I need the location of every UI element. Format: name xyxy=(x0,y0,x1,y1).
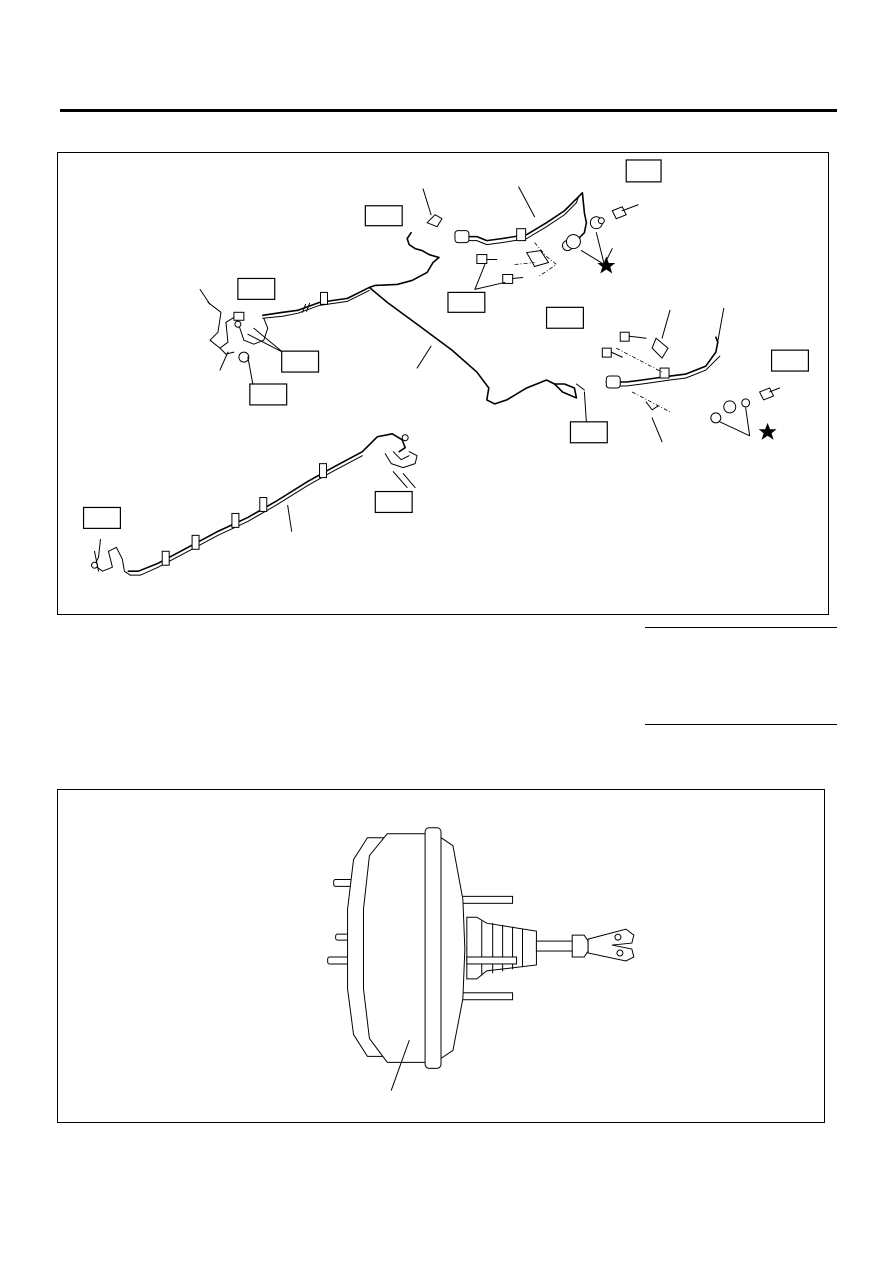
callout-box xyxy=(249,383,288,406)
brake-booster-diagram xyxy=(57,789,825,1123)
callout-box xyxy=(364,205,403,227)
note-rule-bottom xyxy=(645,724,837,725)
header-rule xyxy=(60,109,837,112)
brake-pipe-diagonal xyxy=(368,286,556,405)
nut xyxy=(238,351,250,363)
callout-box xyxy=(237,277,276,300)
note-rule-top xyxy=(645,627,837,628)
star-icon xyxy=(597,256,616,274)
brake-booster-drawing xyxy=(327,827,635,1091)
brake-pipe-main xyxy=(261,231,440,317)
fitting xyxy=(454,230,470,244)
callout-box xyxy=(447,291,486,313)
callout-box xyxy=(569,421,608,444)
callout-box xyxy=(281,350,320,373)
callout-box xyxy=(770,349,810,372)
callout-box xyxy=(82,506,121,529)
brake-line-diagram xyxy=(57,152,829,615)
star-icon xyxy=(758,422,777,440)
callout-box xyxy=(374,490,413,514)
booster-band xyxy=(424,827,442,1069)
brake-line-drawing xyxy=(82,159,810,576)
pipe-clamp xyxy=(320,291,328,305)
callout-box xyxy=(625,159,662,183)
callout-box xyxy=(545,306,584,329)
